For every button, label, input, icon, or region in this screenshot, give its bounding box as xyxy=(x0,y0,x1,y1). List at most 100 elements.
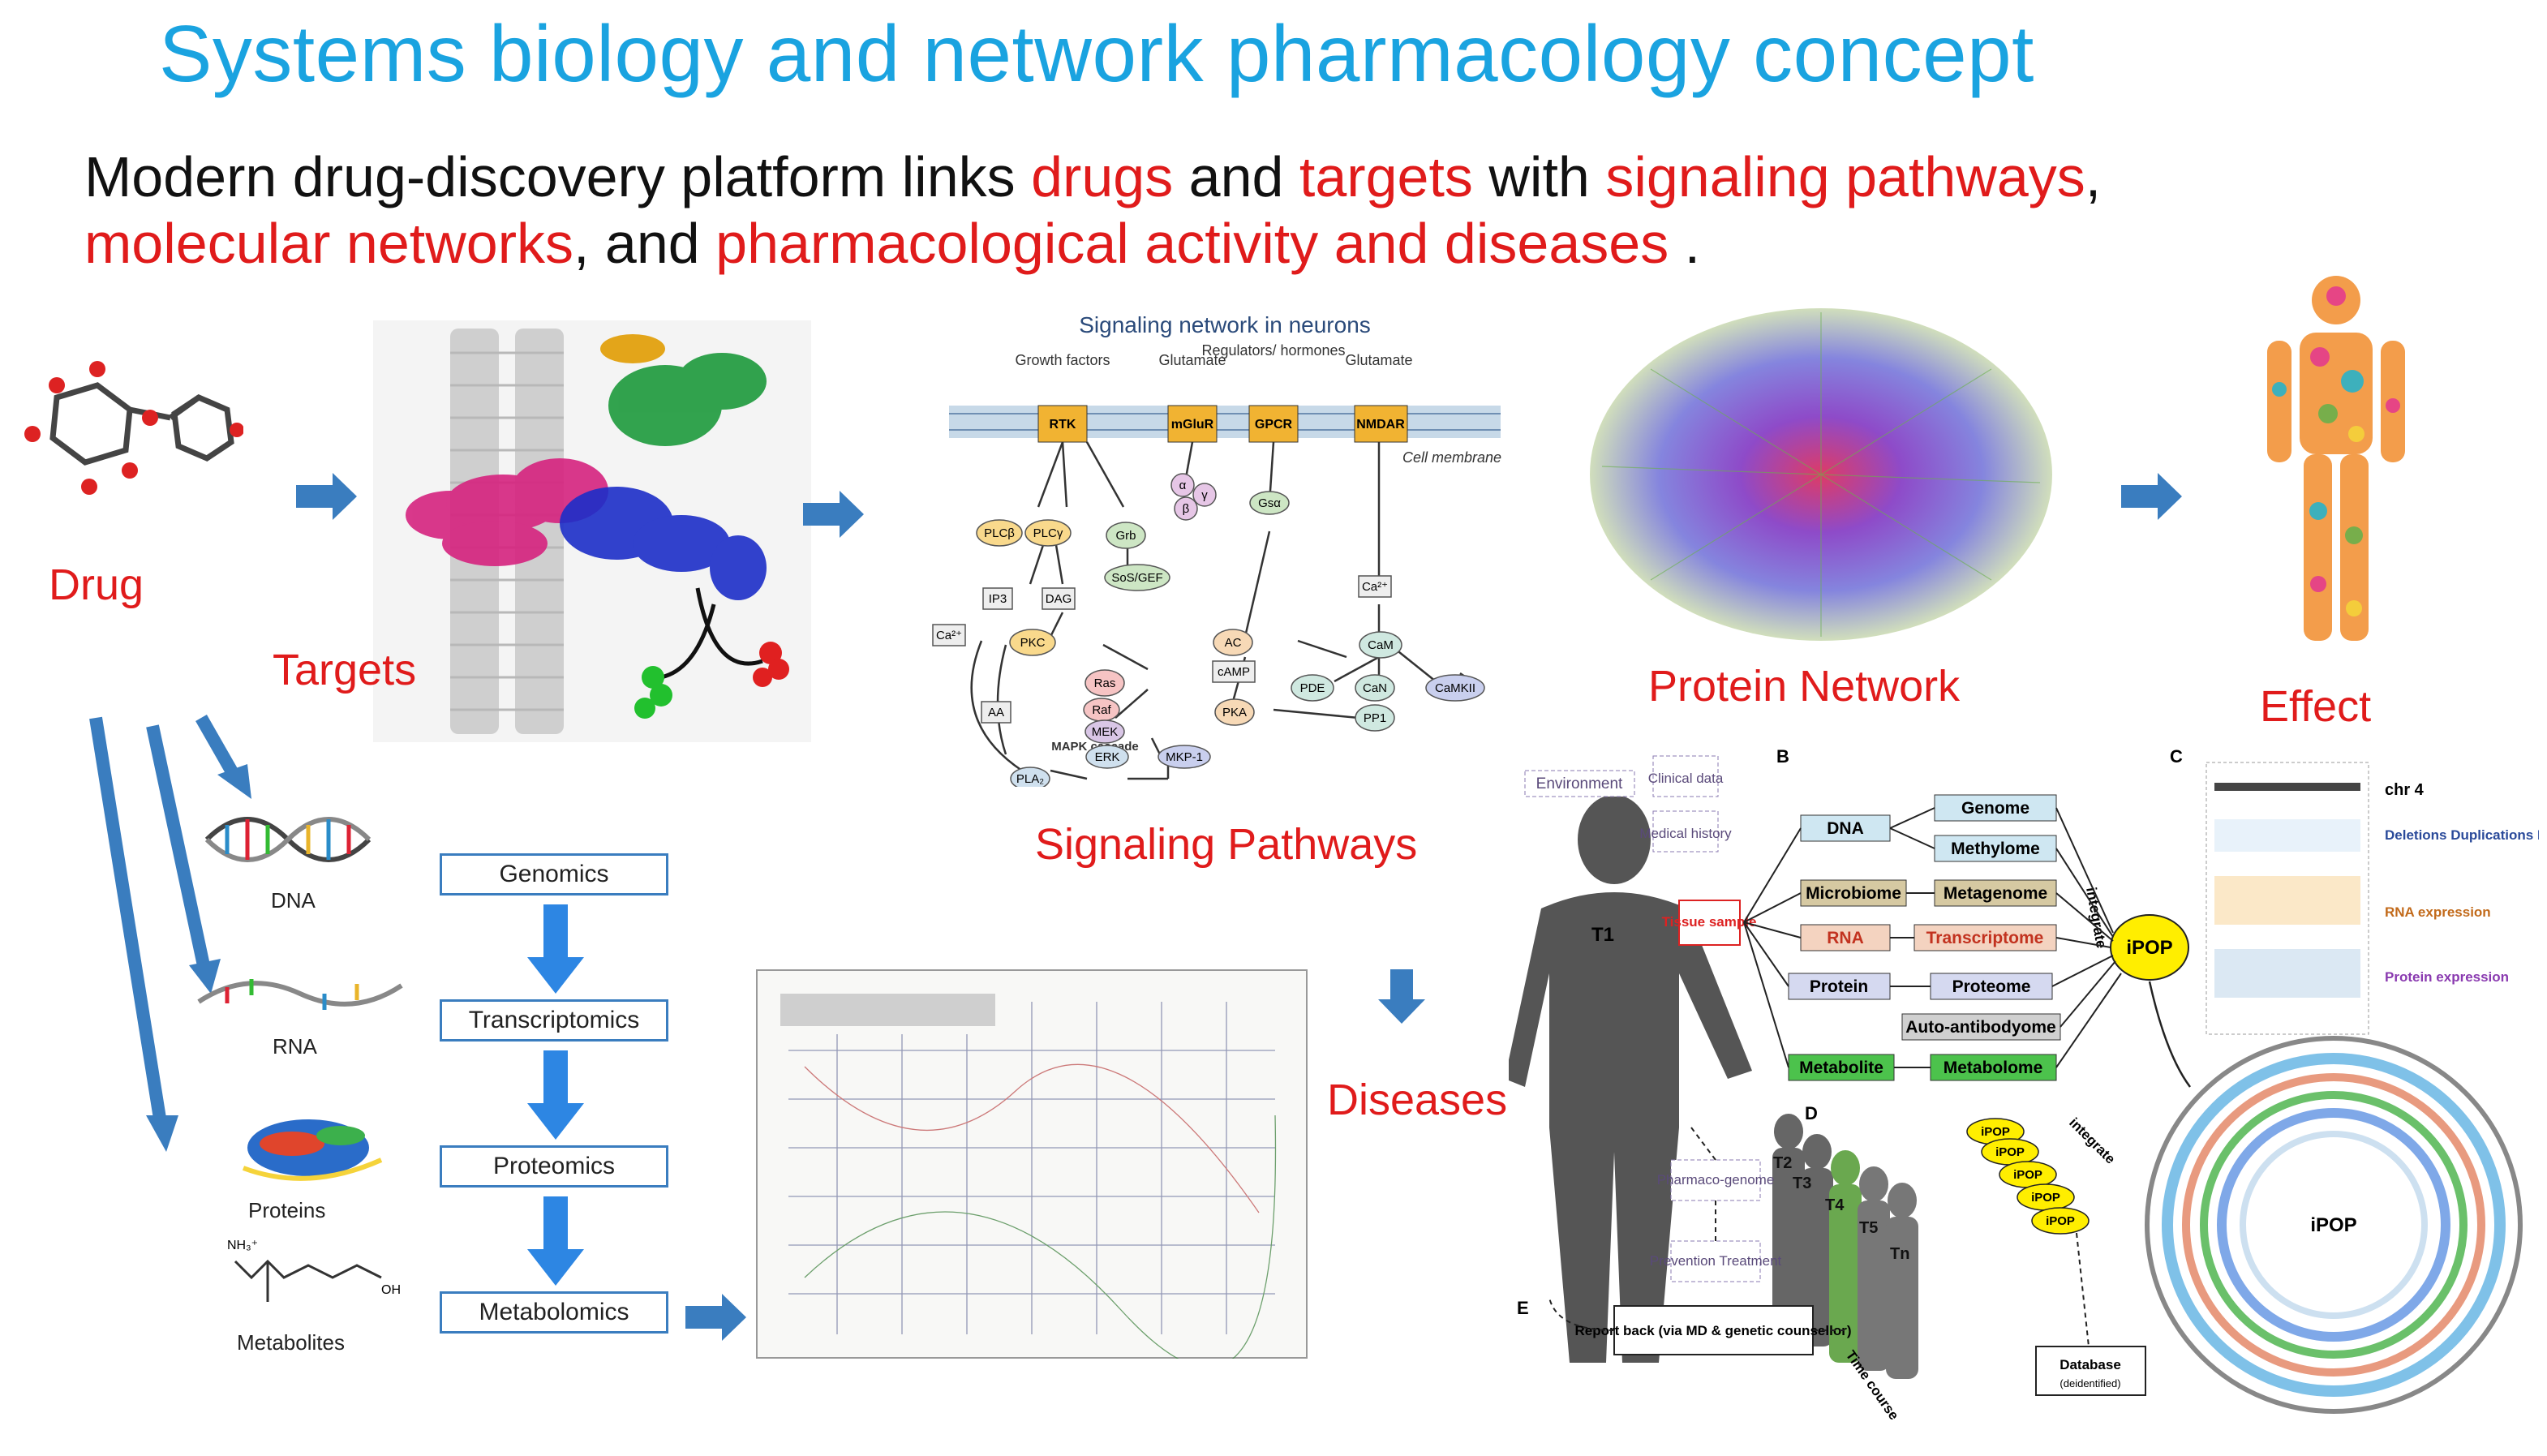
person-ipop-label: iPOP xyxy=(2046,1214,2075,1228)
node-label: Ca²⁺ xyxy=(1362,580,1388,594)
omics-layer-transcriptomics: Transcriptomics xyxy=(440,999,668,1042)
section-b-label: B xyxy=(1776,746,1789,767)
person-label: T5 xyxy=(1859,1219,1878,1237)
omics-left-node: Microbiome xyxy=(1806,884,1901,903)
person-label: T3 xyxy=(1793,1175,1811,1192)
medical-label: Medical history xyxy=(1639,826,1732,841)
signaling-fig-title: Signaling network in neurons xyxy=(1079,312,1371,337)
person-t1-label: T1 xyxy=(1591,924,1614,946)
database-label: Database xyxy=(2060,1357,2121,1372)
subtitle-highlight: signaling pathways xyxy=(1605,145,2085,208)
node-label: β xyxy=(1183,502,1190,516)
ipop-figure: T1 B C D E Environment Clinical data Med… xyxy=(1509,746,2539,1423)
label-drug: Drug xyxy=(49,560,144,609)
omics-molecule-proteins: Proteins xyxy=(248,1198,326,1222)
node-label: Raf xyxy=(1092,703,1111,717)
omics-layer-metabolomics: Metabolomics xyxy=(440,1291,668,1334)
subtitle-highlight: drugs xyxy=(1031,145,1174,208)
person-ipop-label: iPOP xyxy=(1981,1125,2010,1139)
omics-right-node: Genome xyxy=(1961,799,2029,818)
person-ipop-label: iPOP xyxy=(1995,1145,2025,1159)
node-label: PLCγ xyxy=(1033,526,1063,540)
prevention-label: Prevention Treatment xyxy=(1650,1253,1782,1269)
dna-image xyxy=(204,817,372,862)
legend-rna: RNA expression xyxy=(2385,904,2491,920)
node-label: IP3 xyxy=(989,592,1007,606)
node-label: PLA₂ xyxy=(1016,772,1044,786)
person-ipop-label: iPOP xyxy=(2013,1168,2042,1182)
chr-label: chr 4 xyxy=(2385,781,2425,799)
node-label: PKA xyxy=(1222,706,1247,719)
pharmaco-label: Pharmaco-genome xyxy=(1657,1172,1775,1188)
circos-center-label: iPOP xyxy=(2310,1214,2356,1236)
node-label: AA xyxy=(988,706,1004,719)
node-label: PP1 xyxy=(1364,711,1386,725)
tissue-sample-label: Tissue sample xyxy=(1662,914,1757,930)
svg-text:NH₃⁺: NH₃⁺ xyxy=(227,1239,258,1252)
receptor-label: GPCR xyxy=(1255,418,1293,432)
protein-network-image xyxy=(1590,308,2052,641)
deidentified-label: (deidentified) xyxy=(2060,1377,2120,1389)
omics-molecule-metabolites: Metabolites xyxy=(237,1330,345,1355)
ligand-label: Glutamate xyxy=(1158,352,1226,368)
node-label: Grb xyxy=(1115,529,1136,543)
person-label: T2 xyxy=(1773,1154,1792,1172)
rna-image xyxy=(197,979,403,1010)
section-d-label: D xyxy=(1805,1103,1818,1123)
section-c-label: C xyxy=(2170,746,2183,767)
protein-image xyxy=(242,1119,383,1181)
node-label: γ xyxy=(1201,488,1208,502)
omics-left-node: DNA xyxy=(1827,819,1864,838)
node-label: AC xyxy=(1225,636,1242,650)
node-label: Ca²⁺ xyxy=(936,629,962,642)
receptor-label: mGluR xyxy=(1171,418,1214,432)
subtitle-text: Modern drug-discovery platform links xyxy=(84,145,1032,208)
metabolic-pathway-map xyxy=(756,969,1308,1359)
omics-right-node: Metabolome xyxy=(1944,1059,2043,1077)
label-signaling-pathways: Signaling Pathways xyxy=(1035,820,1418,869)
label-targets: Targets xyxy=(273,646,417,694)
omics-right-node: Methylome xyxy=(1951,840,2040,858)
legend-deletions: Deletions Duplications Indels xyxy=(2385,827,2539,843)
omics-molecule-rna: RNA xyxy=(273,1034,317,1059)
node-label: SoS/GEF xyxy=(1111,571,1162,585)
receptor-label: RTK xyxy=(1050,418,1076,432)
drug-molecule-image xyxy=(24,361,243,495)
node-label: Gsα xyxy=(1258,496,1281,510)
omics-right-node: Auto-antibodyome xyxy=(1905,1018,2055,1037)
node-label: CaN xyxy=(1363,681,1387,695)
page-title: Systems biology and network pharmacology… xyxy=(159,9,2034,98)
node-label: Ras xyxy=(1094,676,1116,690)
label-diseases: Diseases xyxy=(1327,1076,1508,1124)
subtitle-highlight: pharmacological activity and diseases xyxy=(715,212,1669,275)
node-label: α xyxy=(1179,479,1187,492)
person-label: Tn xyxy=(1890,1245,1909,1263)
ipop-center-node: iPOP xyxy=(2126,937,2172,959)
omics-right-node: Metagenome xyxy=(1944,884,2047,903)
node-label: MEK xyxy=(1092,725,1119,739)
report-back-label: Report back (via MD & genetic counsellor… xyxy=(1574,1323,1851,1338)
node-label: MKP-1 xyxy=(1166,750,1203,764)
omics-layer-genomics: Genomics xyxy=(440,853,668,896)
section-e-label: E xyxy=(1517,1298,1529,1318)
ligand-label: Growth factors xyxy=(1015,352,1110,368)
node-label: CaM xyxy=(1368,638,1394,652)
legend-protein: Protein expression xyxy=(2385,969,2509,985)
omics-left-node: Protein xyxy=(1810,977,1868,996)
node-label: PKC xyxy=(1020,636,1046,650)
omics-right-node: Transcriptome xyxy=(1926,929,2044,947)
environment-label: Environment xyxy=(1536,775,1623,792)
node-label: DAG xyxy=(1046,592,1072,606)
omics-down-arrows xyxy=(527,904,584,1286)
label-effect: Effect xyxy=(2260,682,2372,731)
ligand-label: Glutamate xyxy=(1345,352,1412,368)
omics-left-node: Metabolite xyxy=(1799,1059,1883,1077)
node-label: cAMP xyxy=(1218,665,1250,679)
label-protein-network: Protein Network xyxy=(1648,662,1961,711)
integrate-label-d: integrate xyxy=(2066,1115,2118,1166)
svg-text:OH: OH xyxy=(381,1283,401,1297)
person-ipop-label: iPOP xyxy=(2031,1191,2060,1205)
subtitle-highlight: targets xyxy=(1299,145,1473,208)
node-label: ERK xyxy=(1095,750,1120,764)
omics-panel: DNA RNA Proteins NH₃⁺ OH Metabolites Gen… xyxy=(195,807,673,1367)
